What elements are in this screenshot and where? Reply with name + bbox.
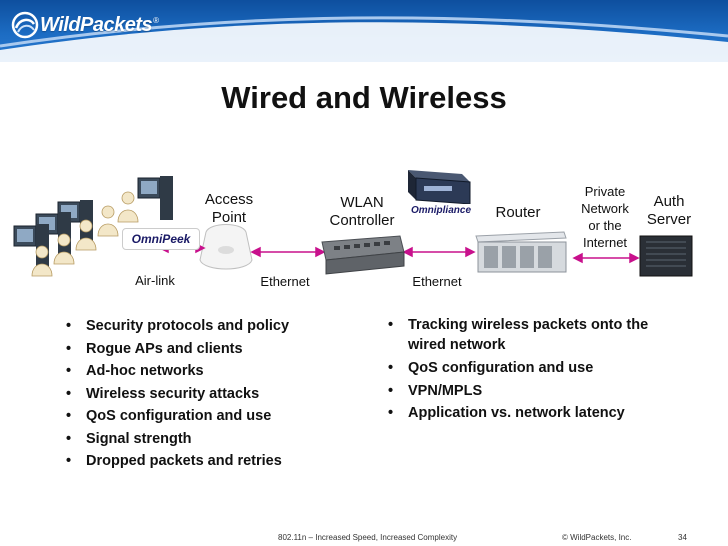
omnipliance-icon xyxy=(408,170,471,205)
server-icon xyxy=(639,235,693,277)
auth-server-label-line: Server xyxy=(646,211,692,228)
access-point-icon xyxy=(199,224,253,270)
omnipliance-logo-text: Omnipliance xyxy=(410,205,471,216)
router-label: Router xyxy=(495,204,541,221)
footer-subtitle: 802.11n – Increased Speed, Increased Com… xyxy=(278,533,458,542)
access-point-label: Access Point xyxy=(192,191,266,227)
bullet-list-right: Tracking wireless packets onto the wired… xyxy=(386,315,686,425)
list-item: Security protocols and policy xyxy=(64,315,364,338)
list-item: Wireless security attacks xyxy=(64,383,364,406)
access-point-label-line: Point xyxy=(211,209,247,226)
page-title: Wired and Wireless xyxy=(221,80,507,115)
header-swoosh xyxy=(0,16,728,62)
ethernet-label-2: Ethernet xyxy=(412,274,462,289)
ethernet-label-1: Ethernet xyxy=(260,274,310,289)
double-arrow-icon xyxy=(572,252,640,264)
list-item: VPN/MPLS xyxy=(386,380,686,403)
omnipliance-logo: Omnipliance xyxy=(406,204,476,218)
wlan-controller-label-line: Controller xyxy=(329,212,395,229)
list-item: QoS configuration and use xyxy=(386,357,686,380)
list-item: Ad-hoc networks xyxy=(64,360,364,383)
double-arrow-icon xyxy=(402,246,476,258)
auth-server-label-line: Auth xyxy=(653,193,685,210)
network-diagram xyxy=(13,170,693,277)
list-item: Rogue APs and clients xyxy=(64,338,364,361)
omnipeek-logo-text: OmniPeek xyxy=(131,232,191,246)
private-network-label-line: Private xyxy=(584,184,626,199)
wlan-controller-label: WLAN Controller xyxy=(322,194,402,230)
list-item: Dropped packets and retries xyxy=(64,450,364,473)
auth-server-label: Auth Server xyxy=(640,193,698,229)
wlan-controller-icon xyxy=(321,235,405,275)
footer-copyright: © WildPackets, Inc. xyxy=(562,533,632,542)
wlan-controller-label-line: WLAN xyxy=(340,194,384,211)
wildpackets-logo: WildPackets ® xyxy=(10,8,159,42)
private-network-label-line: Internet xyxy=(582,235,628,250)
double-arrow-icon xyxy=(250,246,326,258)
bullet-list-left: Security protocols and policy Rogue APs … xyxy=(64,315,364,473)
private-network-label-line: Network xyxy=(581,201,629,216)
private-network-label: Private Network or the Internet xyxy=(572,183,638,251)
router-icon xyxy=(475,231,567,273)
omnipeek-logo: OmniPeek xyxy=(122,228,200,250)
list-item: Signal strength xyxy=(64,428,364,451)
workstation-icon xyxy=(137,176,173,220)
access-point-label-line: Access xyxy=(204,191,254,208)
workstation-cluster xyxy=(13,176,173,277)
list-item: Application vs. network latency xyxy=(386,402,686,425)
page-number: 34 xyxy=(678,533,687,542)
logo-registered-mark: ® xyxy=(153,15,160,25)
logo-text: WildPackets xyxy=(40,13,153,36)
user-icon xyxy=(31,191,139,277)
wildpackets-swirl-icon xyxy=(11,11,39,39)
list-item: QoS configuration and use xyxy=(64,405,364,428)
air-link-label: Air-link xyxy=(135,273,175,288)
private-network-label-line: or the xyxy=(588,218,622,233)
list-item: Tracking wireless packets onto the wired… xyxy=(386,315,686,355)
